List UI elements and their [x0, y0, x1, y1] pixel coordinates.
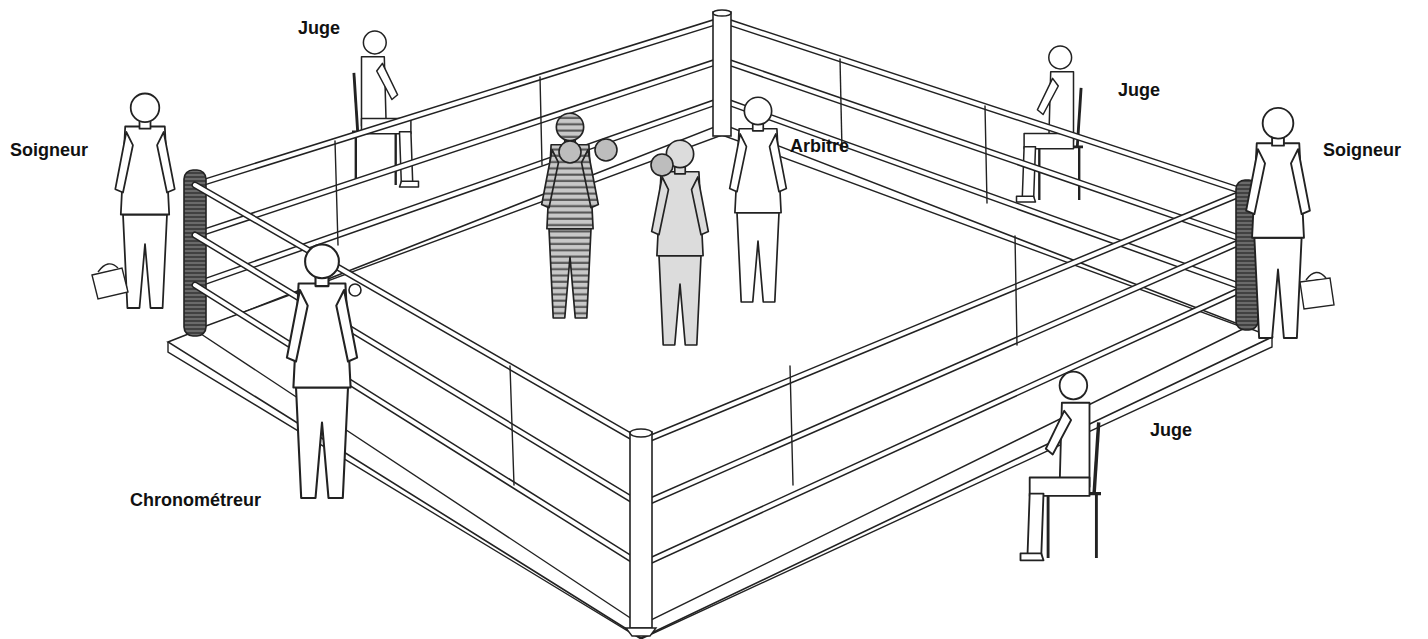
- bucket: [1300, 272, 1334, 309]
- role-label: Juge: [1118, 80, 1160, 101]
- boxing-gloves: [559, 139, 617, 163]
- boxer-figure: [542, 113, 599, 318]
- timekeeper-figure: [287, 245, 357, 498]
- boxing-glove: [651, 154, 673, 176]
- corner-post: [184, 170, 206, 336]
- role-label: Juge: [1150, 420, 1192, 441]
- second-figure: [1246, 108, 1310, 338]
- bucket: [92, 264, 128, 299]
- role-label: Soigneur: [10, 140, 88, 161]
- stopwatch: [349, 284, 361, 296]
- front-ropes: [195, 185, 1245, 565]
- back-post: [713, 10, 731, 136]
- role-label: Soigneur: [1323, 140, 1401, 161]
- ring-apron: [168, 124, 1272, 638]
- role-label: Juge: [298, 18, 340, 39]
- role-label: Chronométreur: [130, 490, 261, 511]
- referee-figure: [730, 97, 787, 302]
- front-post: [626, 429, 656, 636]
- judge-figure: [1021, 372, 1102, 561]
- role-label: Arbitre: [790, 136, 849, 157]
- ring-floor: [195, 135, 1245, 625]
- apron-edge: [641, 337, 1272, 639]
- boxer-figure: [652, 140, 709, 345]
